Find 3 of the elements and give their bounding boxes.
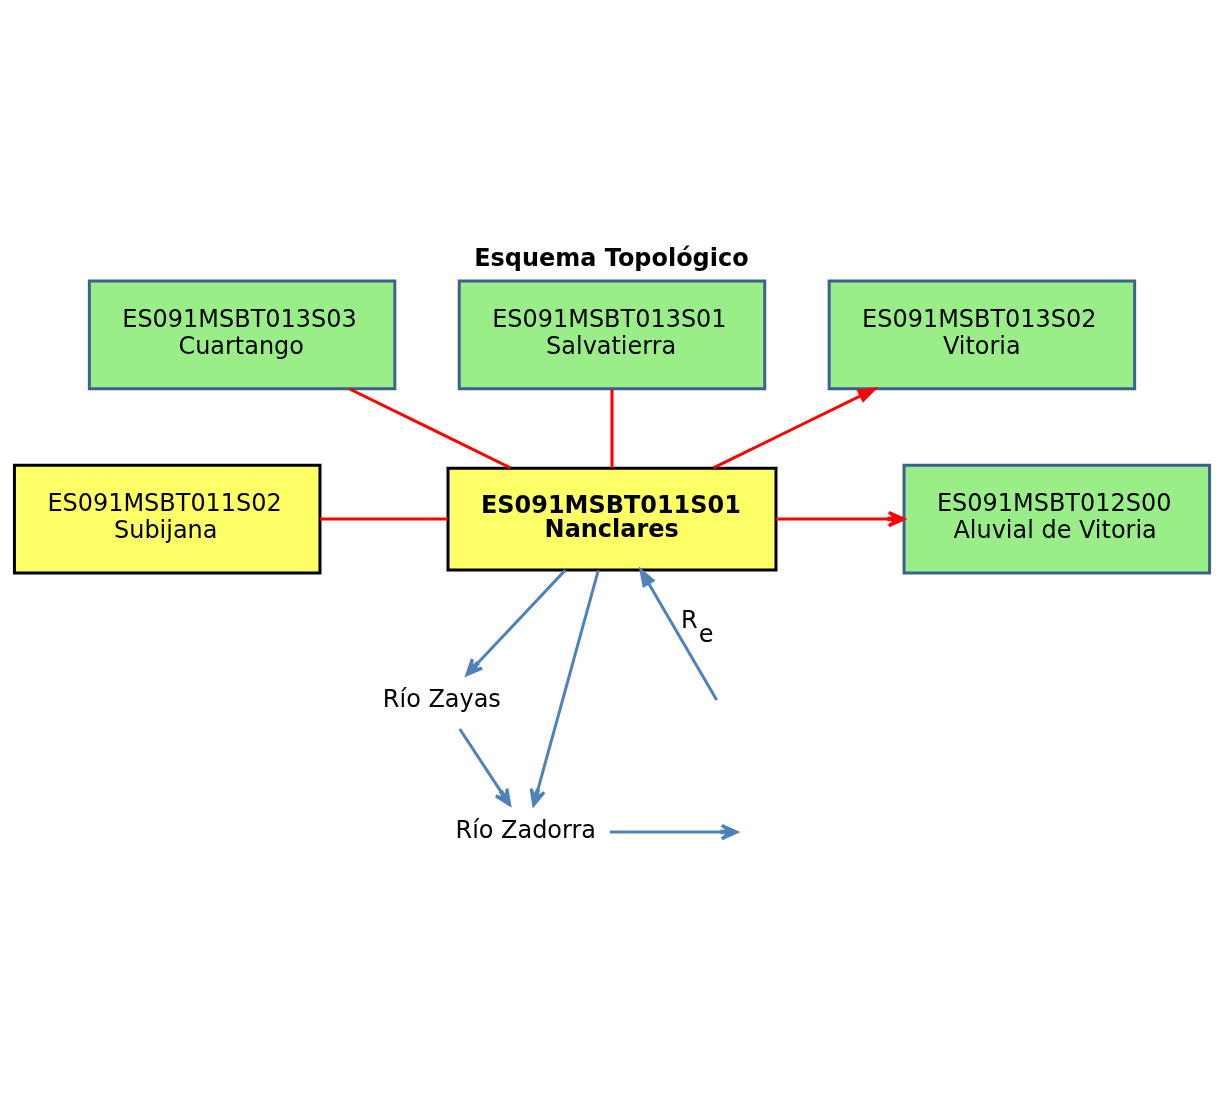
- diagram-title: Esquema Topológico: [474, 243, 749, 272]
- node-text: Río Zayas: [382, 684, 501, 713]
- node-text: Río Zadorra: [455, 815, 596, 844]
